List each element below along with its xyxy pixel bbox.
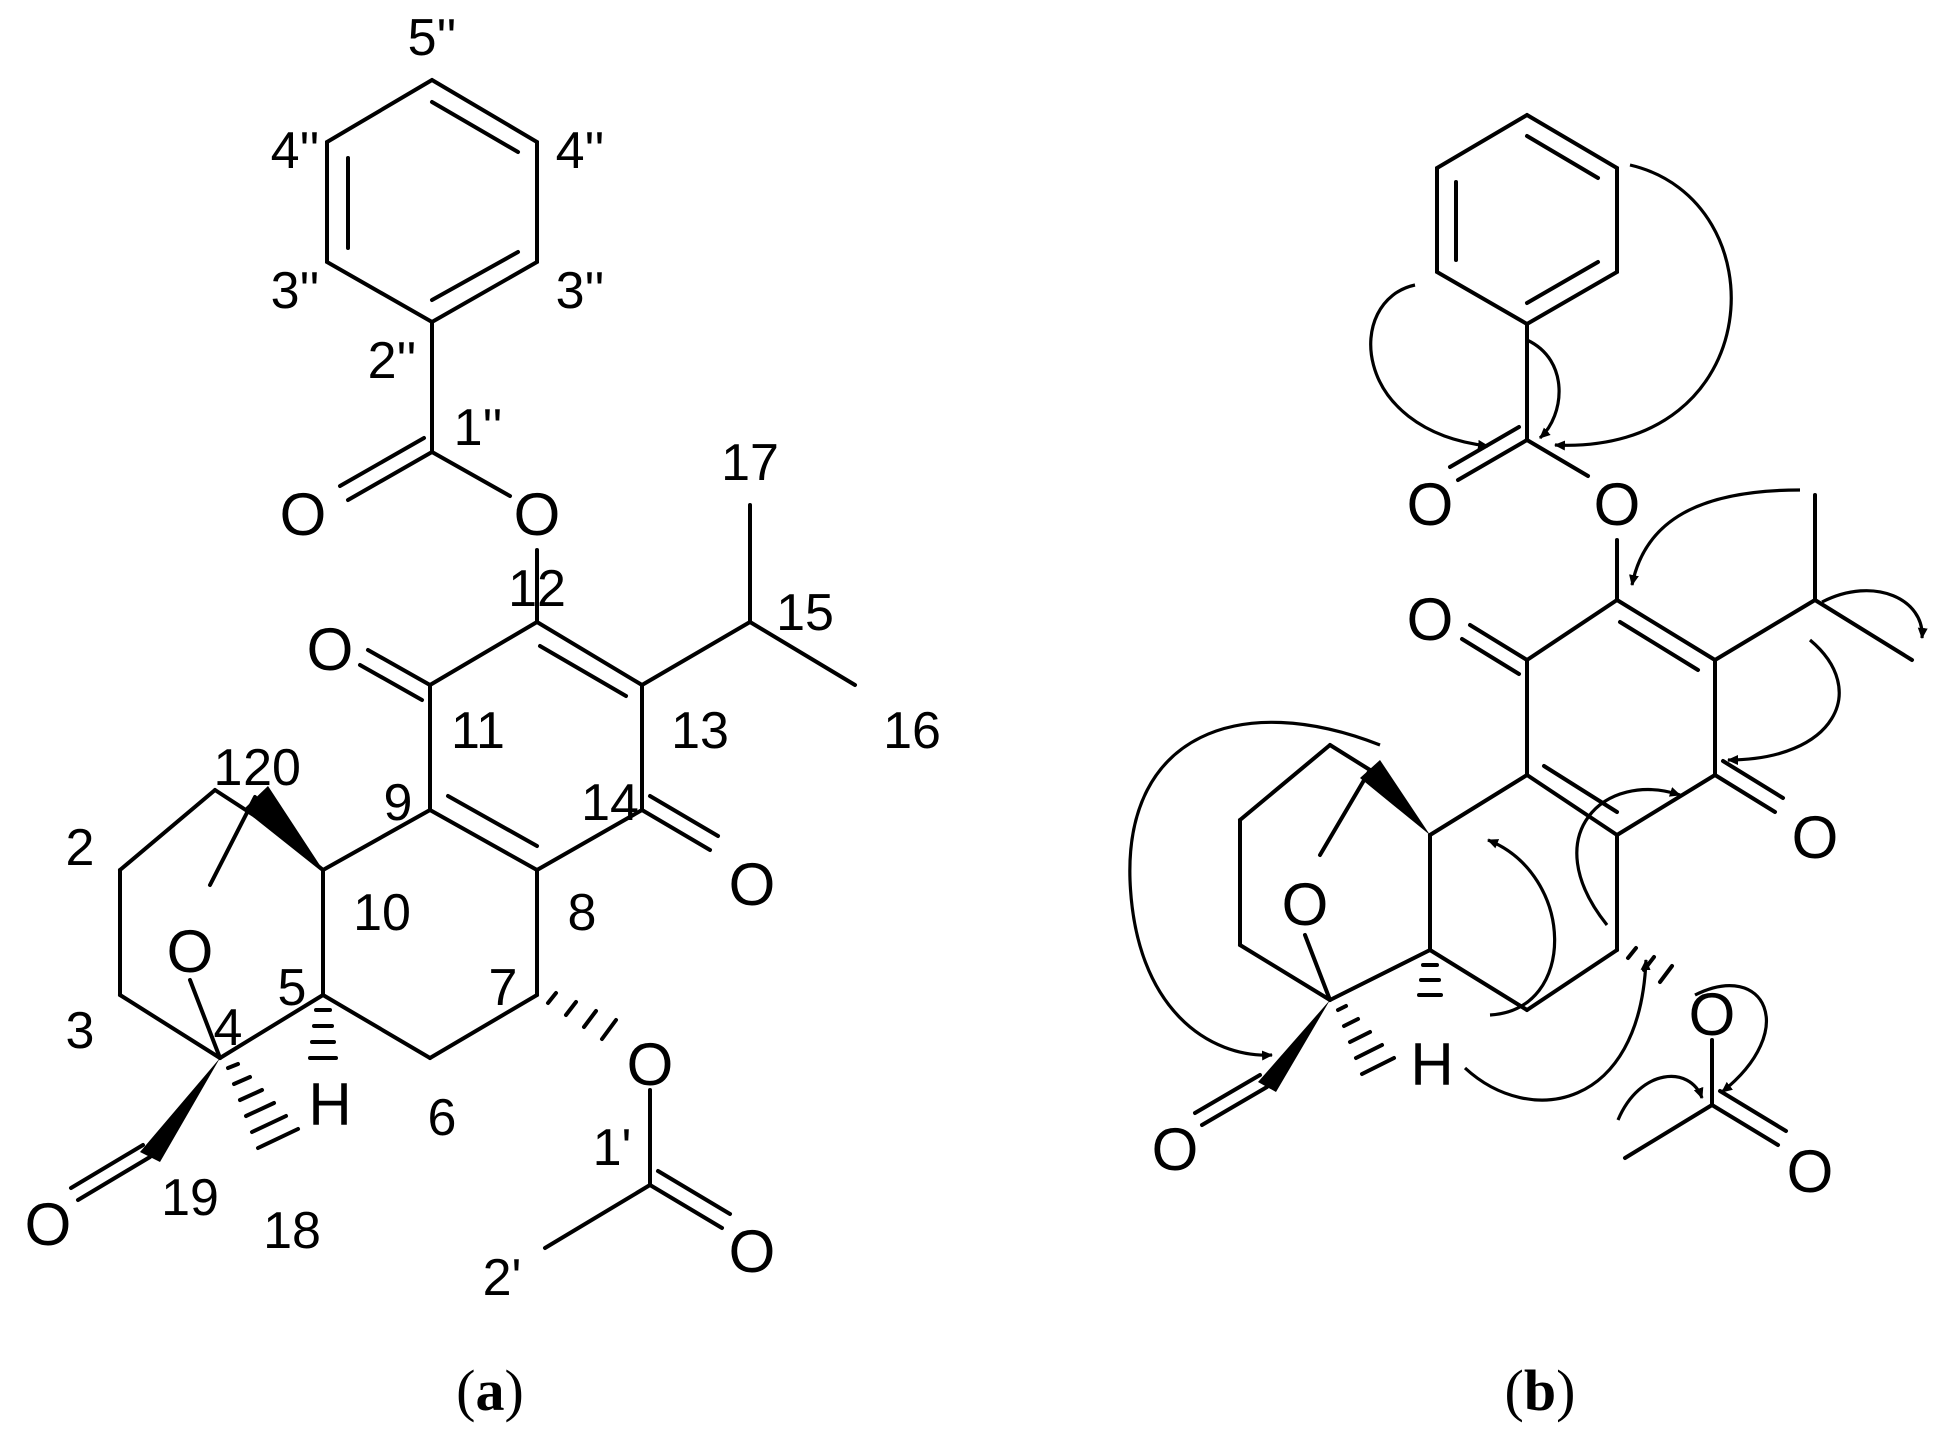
atom-o: O — [1407, 586, 1454, 653]
quinone-ring — [358, 620, 720, 872]
correlation-arrow — [1616, 1074, 1704, 1121]
benzoate-ester-bonds — [338, 320, 539, 624]
panel-b-structure — [1193, 113, 1914, 1160]
atom-o: O — [514, 481, 561, 548]
locant-2: 2 — [66, 819, 95, 877]
correlation-arrow — [1369, 283, 1489, 450]
correlation-arrow — [1629, 488, 1801, 586]
atom-o: O — [25, 1191, 72, 1258]
locant-3pp-right: 3'' — [556, 262, 605, 320]
locant-8: 8 — [568, 884, 597, 942]
atom-o: O — [1594, 471, 1641, 538]
ring-a-and-lactone-b — [1193, 743, 1443, 1127]
locant-3: 3 — [66, 1002, 95, 1060]
benzoyl-ring-b — [1435, 113, 1619, 327]
locant-1: 1 — [214, 739, 243, 797]
locant-5pp: 5'' — [408, 9, 457, 67]
ring-a-and-lactone — [69, 786, 338, 1202]
locant-12: 12 — [508, 560, 566, 618]
locant-11: 11 — [451, 702, 505, 760]
locant-2p: 2' — [483, 1249, 522, 1307]
locant-7: 7 — [489, 959, 518, 1017]
correlation-arrow — [1821, 589, 1928, 639]
locant-6: 6 — [428, 1089, 457, 1147]
ring-b-b — [1428, 773, 1619, 1012]
caption-a: (a) — [456, 1358, 524, 1423]
panel-b-atom-labels: O O O O O O O O H — [1152, 471, 1839, 1205]
hmbc-correlation-arrows — [1128, 163, 1928, 1121]
atom-o: O — [1152, 1116, 1199, 1183]
atom-o: O — [1282, 871, 1329, 938]
locant-18: 18 — [263, 1202, 321, 1260]
correlation-arrow — [1487, 838, 1557, 1017]
locant-1pp: 1'' — [454, 399, 503, 457]
correlation-arrow — [1694, 984, 1768, 1094]
locant-10: 10 — [353, 884, 411, 942]
correlation-arrow — [1128, 720, 1381, 1061]
locant-5: 5 — [278, 959, 307, 1017]
correlation-arrow — [1727, 638, 1841, 765]
atom-o: O — [280, 481, 327, 548]
correlation-arrow — [1554, 163, 1733, 451]
atom-h: H — [308, 1071, 351, 1138]
isopropyl-group-b — [1713, 493, 1914, 662]
atom-h: H — [1410, 1031, 1453, 1098]
atom-o: O — [167, 918, 214, 985]
atom-o: O — [1787, 1138, 1834, 1205]
atom-o: O — [729, 1218, 776, 1285]
locant-1p: 1' — [593, 1119, 632, 1177]
locant-3pp-left: 3'' — [271, 262, 320, 320]
locant-17: 17 — [721, 434, 779, 492]
acetate-group — [543, 991, 732, 1250]
atom-o: O — [729, 851, 776, 918]
locant-2pp: 2'' — [368, 332, 417, 390]
atom-o: O — [627, 1031, 674, 1098]
panel-a-structure — [69, 78, 857, 1250]
locant-20: 20 — [243, 739, 301, 797]
acetate-group-b — [1623, 946, 1788, 1160]
caption-b: (b) — [1505, 1358, 1576, 1423]
atom-o: O — [1689, 981, 1736, 1048]
atom-o: O — [1792, 804, 1839, 871]
locant-4pp-left: 4'' — [271, 122, 320, 180]
atom-o: O — [307, 616, 354, 683]
isopropyl-group — [640, 503, 857, 687]
locant-9: 9 — [384, 774, 413, 832]
locant-15: 15 — [776, 584, 834, 642]
correlation-arrow — [1526, 338, 1561, 440]
benzoyl-ring — [325, 78, 539, 325]
correlation-arrow — [1575, 787, 1681, 926]
quinone-ring-b — [1460, 598, 1785, 837]
panel-a-atom-labels: O O O O O O O O H — [25, 481, 776, 1285]
panel-a-numbering: 5'' 4'' 4'' 3'' 3'' 2'' 1'' 17 15 16 12 … — [66, 9, 941, 1307]
benzoate-ester-bonds-b — [1448, 322, 1619, 602]
locant-4: 4 — [214, 999, 243, 1057]
correlation-arrow — [1463, 959, 1651, 1102]
ring-b — [321, 808, 539, 1060]
locant-13: 13 — [671, 702, 729, 760]
atom-o: O — [1407, 471, 1454, 538]
locant-19: 19 — [161, 1169, 219, 1227]
locant-4pp-right: 4'' — [556, 122, 605, 180]
locant-14: 14 — [581, 774, 639, 832]
locant-16: 16 — [883, 702, 941, 760]
